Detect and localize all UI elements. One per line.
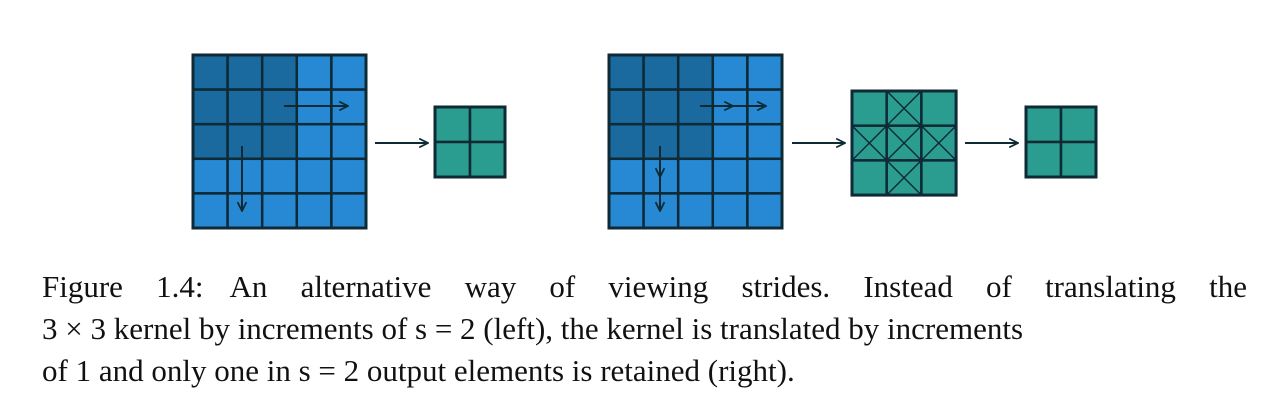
grid-cell bbox=[295, 122, 333, 161]
grid-cell bbox=[920, 89, 958, 127]
grid-cell bbox=[226, 53, 264, 91]
left-output-grid bbox=[433, 105, 507, 179]
grid-cell bbox=[468, 140, 507, 179]
grid-cell bbox=[191, 157, 229, 195]
grid-border bbox=[191, 53, 368, 230]
grid-cell bbox=[676, 122, 715, 161]
grid-cell bbox=[746, 192, 784, 230]
grid-cell bbox=[330, 122, 368, 161]
left-input-grid bbox=[191, 53, 368, 230]
grid-cell bbox=[711, 192, 749, 230]
cross-mark-icon bbox=[887, 91, 921, 126]
right-retained-output-grid bbox=[1024, 105, 1098, 179]
grid-cell bbox=[676, 157, 715, 195]
caption-line-3: of 1 and only one in s = 2 output elemen… bbox=[42, 353, 795, 388]
cross-mark-icon bbox=[887, 126, 921, 160]
grid-cell bbox=[746, 122, 784, 161]
grid-cell bbox=[260, 192, 299, 230]
grid-cell bbox=[607, 122, 645, 161]
caption-line-2: 3 × 3 kernel by increments of s = 2 (lef… bbox=[42, 311, 1024, 346]
right-input-grid bbox=[607, 53, 784, 230]
grid-cell bbox=[468, 105, 507, 144]
grid-border bbox=[607, 53, 784, 230]
grid-cell bbox=[295, 192, 333, 230]
grid-cell bbox=[433, 140, 472, 179]
grid-cell bbox=[226, 88, 264, 126]
grid-border bbox=[850, 89, 958, 197]
caption-text-1: An alternative way of viewing strides. I… bbox=[229, 269, 1248, 304]
figure-caption: Figure 1.4: An alternative way of viewing… bbox=[42, 266, 1247, 392]
right-full-output-grid bbox=[850, 89, 958, 197]
grid-cell bbox=[1059, 140, 1098, 179]
grid-cell bbox=[433, 105, 472, 144]
grid-cell bbox=[295, 53, 333, 91]
grid-cell bbox=[850, 89, 888, 127]
grid-cell bbox=[191, 122, 229, 161]
grid-cell bbox=[330, 53, 368, 91]
grid-cell bbox=[711, 122, 749, 161]
cross-mark-icon bbox=[852, 126, 887, 160]
grid-cell bbox=[226, 157, 264, 195]
grid-cell bbox=[607, 192, 645, 230]
grid-cell bbox=[920, 159, 958, 197]
grid-cell bbox=[642, 53, 680, 91]
grid-cell bbox=[642, 88, 680, 126]
grid-cell bbox=[295, 157, 333, 195]
grid-cell bbox=[191, 88, 229, 126]
grid-cell bbox=[746, 157, 784, 195]
cross-mark-icon bbox=[887, 160, 921, 195]
grid-cell bbox=[607, 157, 645, 195]
grid-cell bbox=[330, 192, 368, 230]
grid-cell bbox=[711, 157, 749, 195]
grid-cell bbox=[850, 159, 888, 197]
grid-cell bbox=[260, 122, 299, 161]
grid-cell bbox=[226, 122, 264, 161]
grid-cell bbox=[191, 192, 229, 230]
grid-cell bbox=[1059, 105, 1098, 144]
grid-cell bbox=[676, 192, 715, 230]
grid-cell bbox=[1024, 105, 1063, 144]
caption-line-1: Figure 1.4: An alternative way of viewing… bbox=[42, 266, 1247, 308]
grid-cell bbox=[1024, 140, 1063, 179]
grid-cell bbox=[607, 53, 645, 91]
grid-cell bbox=[260, 53, 299, 91]
grid-border bbox=[433, 105, 507, 179]
grid-cell bbox=[711, 53, 749, 91]
grid-cell bbox=[607, 88, 645, 126]
grid-border bbox=[1024, 105, 1098, 179]
grid-cell bbox=[226, 192, 264, 230]
grid-cell bbox=[191, 53, 229, 91]
grid-cell bbox=[746, 53, 784, 91]
figure-label: Figure 1.4: bbox=[42, 269, 204, 304]
stride-diagram bbox=[191, 53, 1098, 230]
cross-mark-icon bbox=[921, 126, 956, 160]
grid-cell bbox=[330, 157, 368, 195]
grid-cell bbox=[676, 53, 715, 91]
grid-cell bbox=[260, 157, 299, 195]
